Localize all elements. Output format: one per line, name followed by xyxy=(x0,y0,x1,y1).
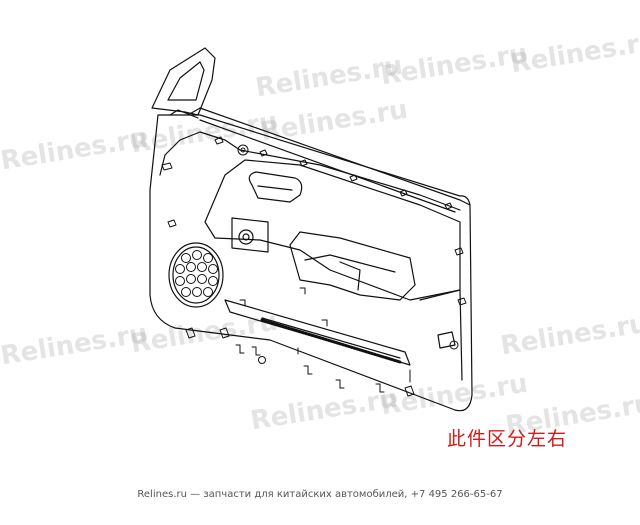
door-panel-outline xyxy=(149,114,473,412)
fasteners xyxy=(185,287,459,397)
mirror-corner xyxy=(151,47,216,116)
carpet-strip xyxy=(260,318,402,364)
window-frame-trim xyxy=(187,107,471,206)
footer-separator: — xyxy=(186,489,204,500)
clips xyxy=(161,136,467,306)
door-handle-recess xyxy=(248,171,303,203)
map-pocket xyxy=(224,299,411,366)
footer-brand: Relines.ru xyxy=(137,489,187,500)
note-text: 此件区分左右 xyxy=(447,428,568,450)
lock-knob xyxy=(238,229,254,245)
armrest xyxy=(289,231,416,301)
footer: Relines.ru — запчасти для китайских авто… xyxy=(0,489,640,500)
switch-panel xyxy=(231,217,269,253)
footer-text: запчасти для китайских автомобилей, +7 4… xyxy=(203,489,503,500)
speaker-grille xyxy=(168,242,224,308)
